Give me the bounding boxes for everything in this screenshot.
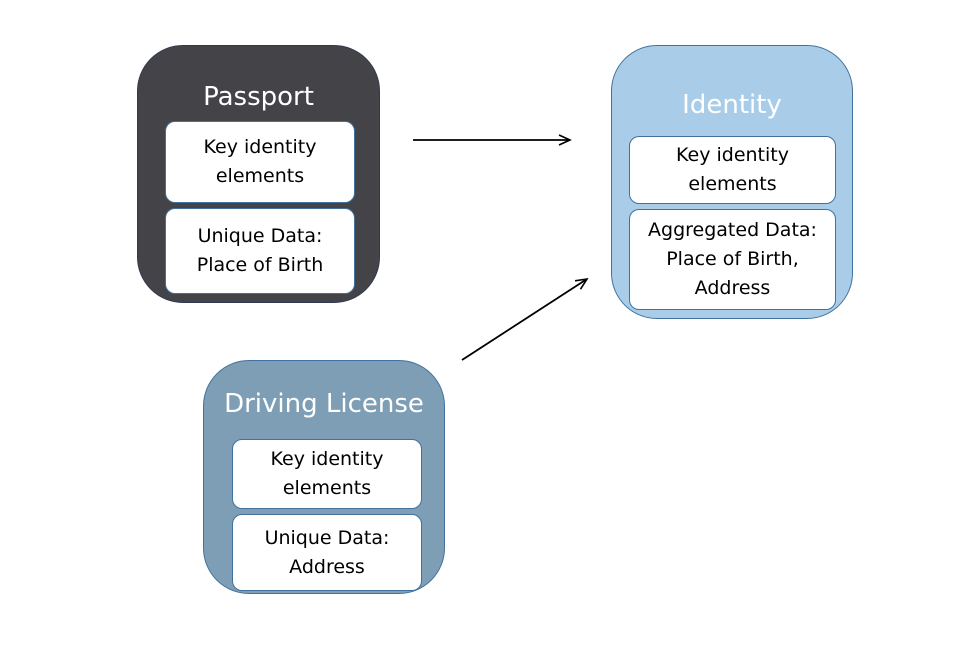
- driving-license-node: Driving License Key identity elements Un…: [203, 360, 445, 594]
- driving-license-unique-data-box: Unique Data: Address: [232, 514, 422, 591]
- license-to-identity-arrow: [461, 277, 589, 361]
- passport-unique-data-box: Unique Data: Place of Birth: [165, 208, 355, 294]
- passport-node: Passport Key identity elements Unique Da…: [137, 45, 380, 303]
- passport-title: Passport: [203, 82, 314, 112]
- passport-key-identity-box: Key identity elements: [165, 121, 355, 203]
- driving-license-key-identity-box: Key identity elements: [232, 439, 422, 509]
- driving-license-title: Driving License: [224, 389, 424, 419]
- identity-key-identity-box: Key identity elements: [629, 136, 836, 204]
- identity-title: Identity: [682, 90, 782, 120]
- identity-aggregated-data-box: Aggregated Data: Place of Birth, Address: [629, 209, 836, 310]
- identity-node: Identity Key identity elements Aggregate…: [611, 45, 853, 319]
